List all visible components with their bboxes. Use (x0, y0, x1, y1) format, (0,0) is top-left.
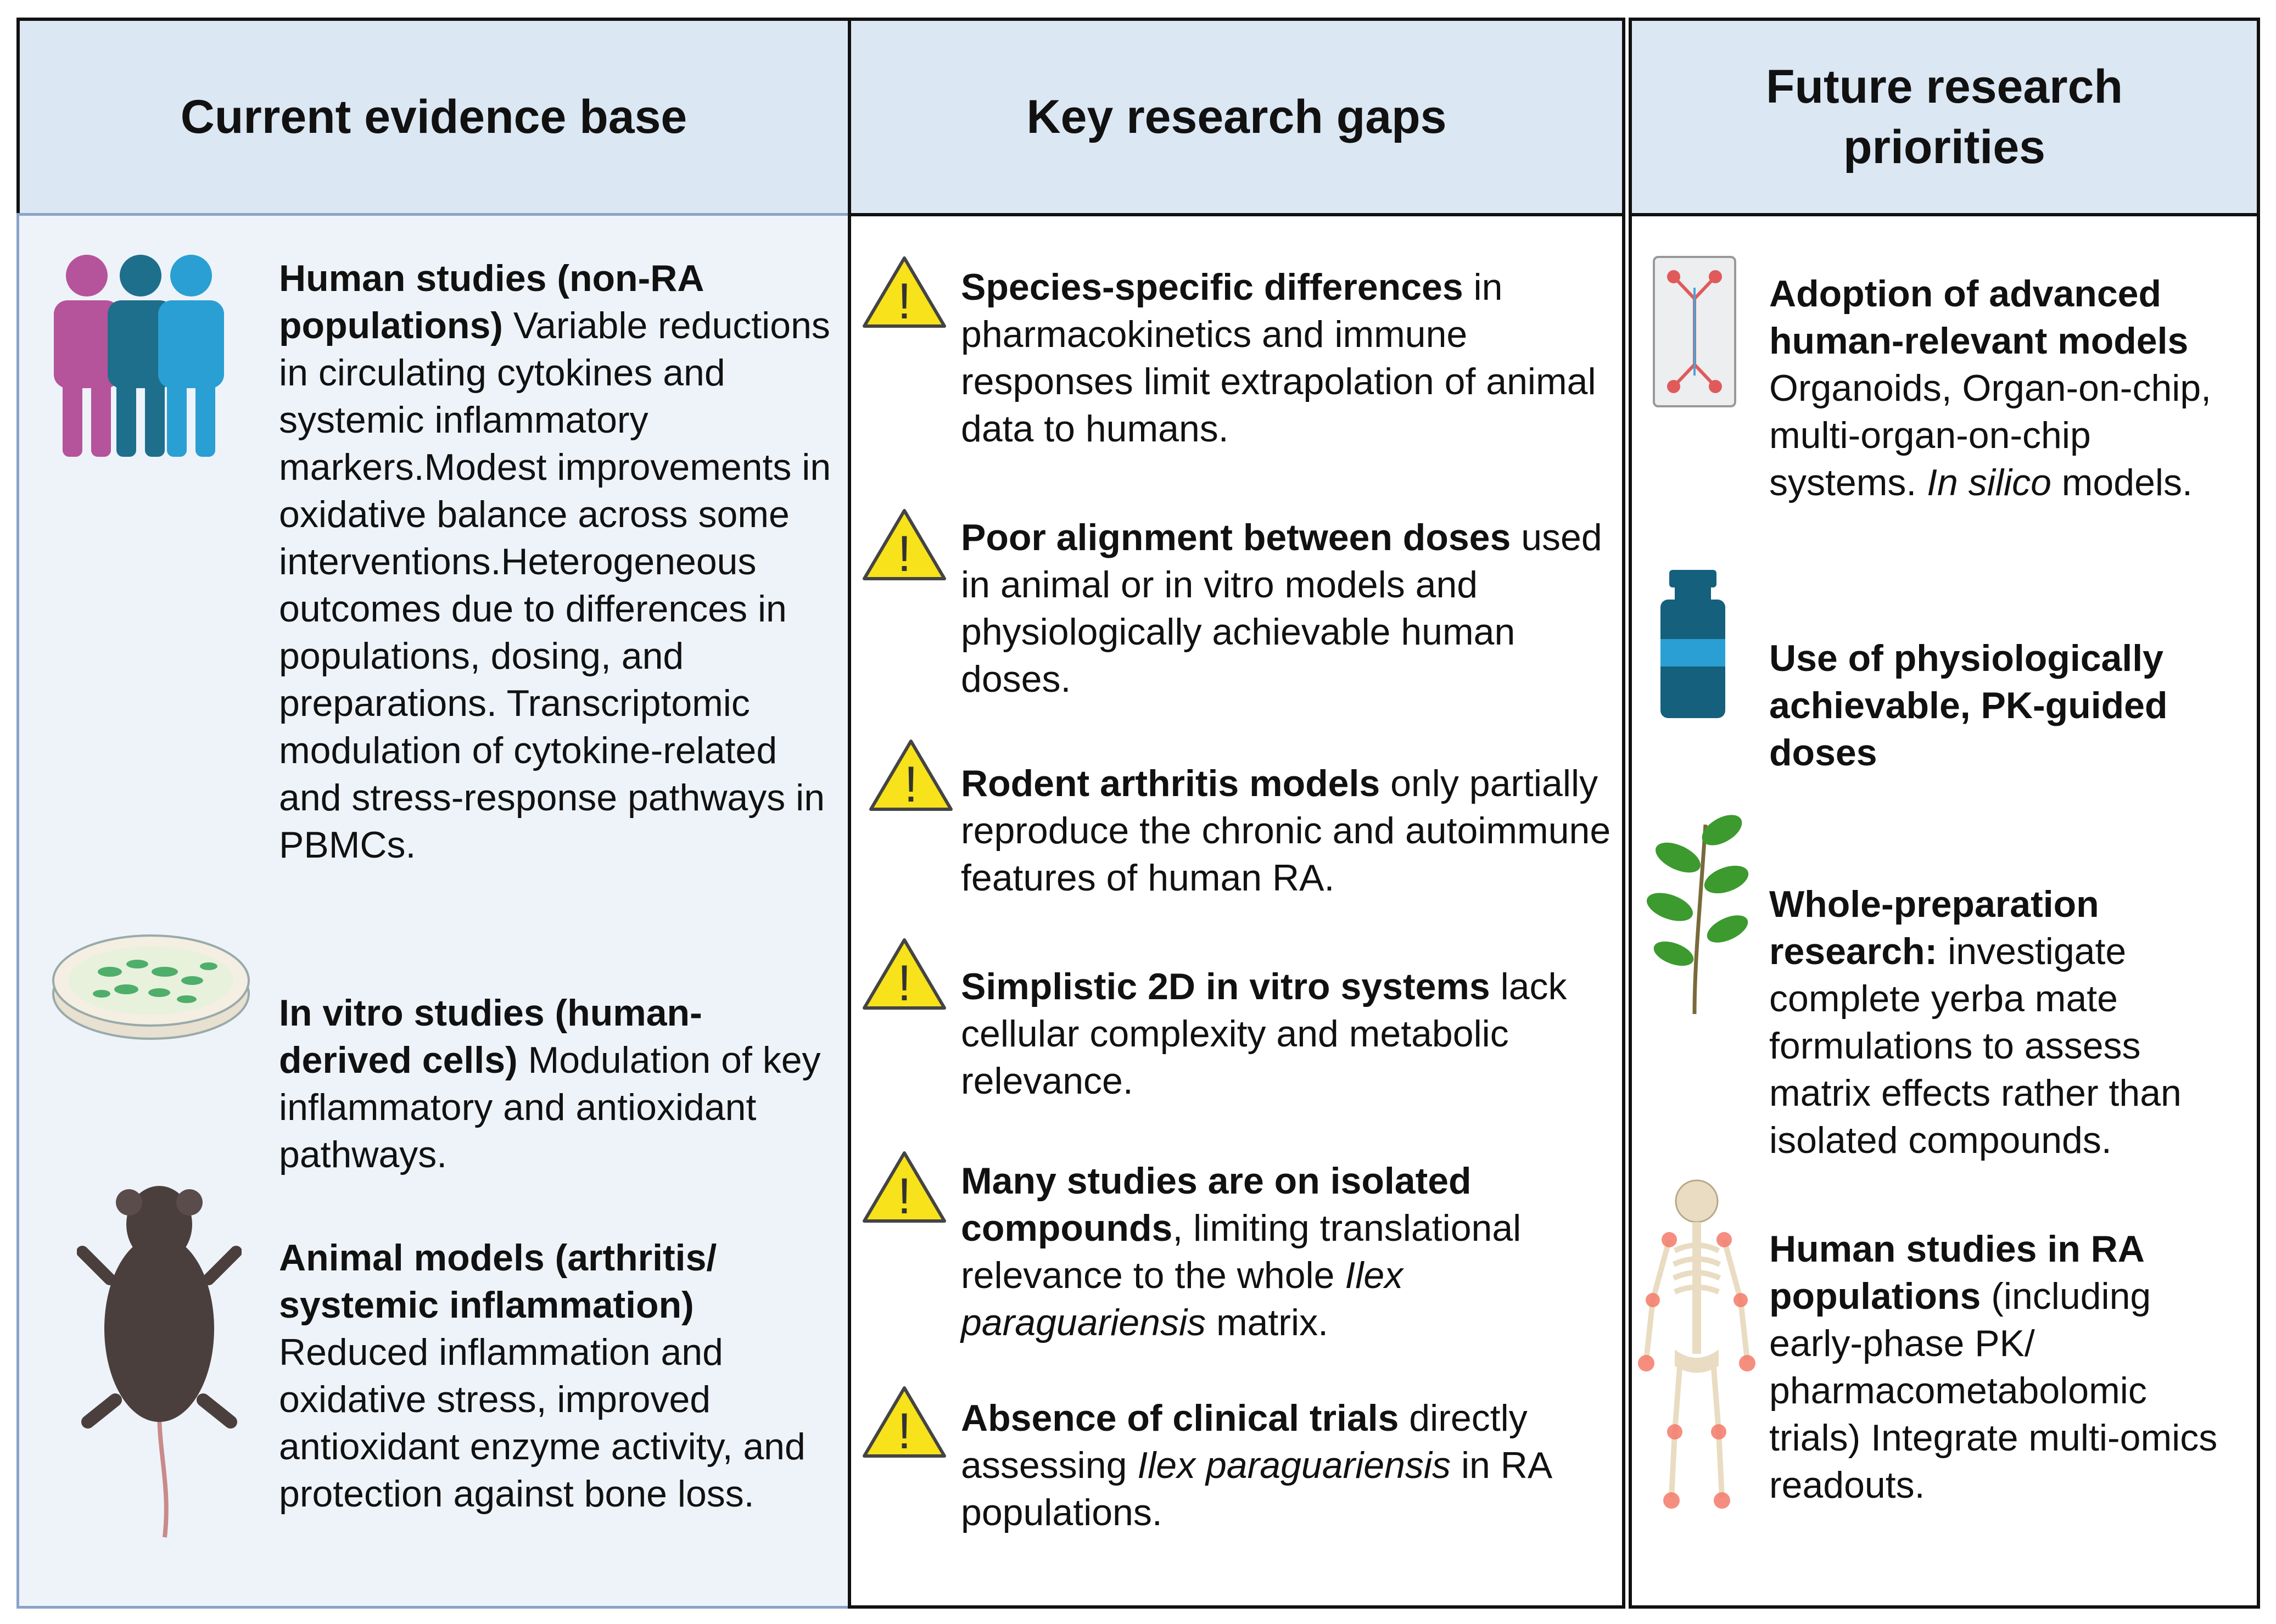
evidence-item-animal: Animal models (arthritis/ systemic infla… (279, 1237, 806, 1515)
petri-dish-icon (52, 934, 250, 1040)
priority-item-models: Adoption of advanced human-relevant mode… (1769, 273, 2212, 503)
gap-item-rodent: Rodent arthritis models only partially r… (961, 763, 1611, 899)
warning-icon: ! (869, 740, 953, 813)
column-current-evidence: Current evidence base Human studies (non… (16, 18, 851, 1609)
skeleton-icon (1638, 1179, 1755, 1509)
plant-icon (1646, 815, 1749, 1015)
gap-item-clinical: Absence of clinical trials directly asse… (961, 1397, 1551, 1533)
svg-text:!: ! (897, 955, 911, 1011)
header-future-priorities: Future research priorities (1629, 18, 2260, 216)
svg-text:!: ! (904, 757, 918, 813)
column-research-gaps: Key research gaps ! Species-specific dif… (848, 18, 1625, 1609)
vial-icon (1660, 570, 1725, 718)
gap-item-2d-systems: Simplistic 2D in vitro systems lack cell… (961, 966, 1567, 1102)
warning-icon: ! (863, 1386, 946, 1459)
header-current-evidence: Current evidence base (16, 18, 851, 216)
gap-item-isolated: Many studies are on isolated compounds, … (961, 1160, 1522, 1343)
priority-item-doses: Use of physiologically achievable, PK-gu… (1769, 637, 2168, 774)
svg-text:!: ! (897, 273, 911, 329)
warning-icon: ! (863, 938, 946, 1011)
svg-text:!: ! (897, 1168, 911, 1224)
warning-icon: ! (863, 256, 946, 329)
header-research-gaps: Key research gaps (848, 18, 1625, 216)
warning-icon: ! (863, 509, 946, 582)
priority-item-human-ra: Human studies in RA populations (includi… (1769, 1228, 2218, 1506)
people-icon (54, 255, 224, 457)
mouse-icon (77, 1186, 242, 1538)
evidence-item-human: Human studies (non-RA populations) Varia… (279, 257, 831, 866)
gap-item-species: Species-specific differences in pharmaco… (961, 266, 1596, 450)
evidence-item-in-vitro: In vitro studies (human-derived cells) M… (279, 992, 821, 1175)
svg-text:!: ! (897, 526, 911, 582)
warning-icon: ! (863, 1151, 946, 1224)
organ-chip-icon (1653, 256, 1736, 407)
svg-text:!: ! (897, 1403, 911, 1459)
priority-item-whole-preparation: Whole-preparation research: investigate … (1769, 883, 2182, 1161)
gap-item-doses: Poor alignment between doses used in ani… (961, 517, 1602, 700)
column-body-research-gaps (848, 213, 1625, 1609)
column-body-future-priorities (1629, 213, 2260, 1609)
column-future-priorities: Future research priorities Adoption of a… (1629, 18, 2260, 1609)
